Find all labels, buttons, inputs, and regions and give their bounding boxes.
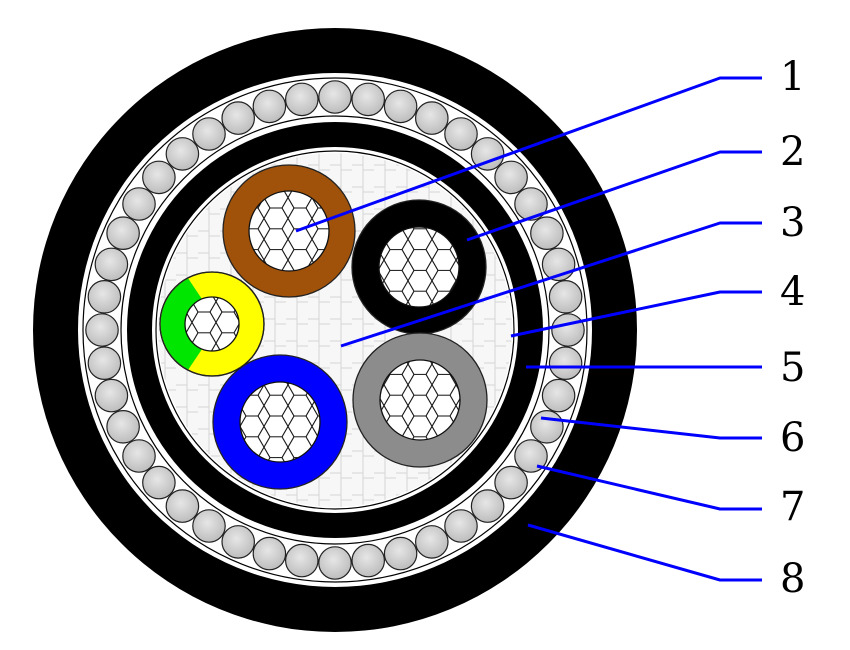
leader-line-6 <box>540 416 762 440</box>
leader-line-3 <box>340 221 762 348</box>
armor-wire <box>252 536 287 571</box>
armor-wire <box>221 101 256 135</box>
armor-wire <box>530 216 564 251</box>
conductor-strands <box>248 190 330 272</box>
armor-wire <box>192 117 226 151</box>
armor-wire <box>351 82 386 117</box>
armor-wire <box>383 536 418 571</box>
armor-wire <box>470 137 505 171</box>
armor-wire <box>94 378 129 413</box>
leader-lines: 1 2 3 4 5 6 7 8 <box>295 54 805 602</box>
armor-wire <box>318 546 352 580</box>
callout-label-8: 8 <box>780 556 805 602</box>
conductor-strands <box>184 296 240 352</box>
leader-line-7 <box>536 464 762 511</box>
armor-wire <box>351 543 386 578</box>
black-core <box>351 199 487 335</box>
armor-wire <box>142 465 176 500</box>
armor-wire <box>551 313 585 347</box>
conductor-strands <box>379 359 461 441</box>
armor-wire <box>444 509 478 543</box>
armor-wire <box>192 509 226 543</box>
yellow-green-core <box>159 271 265 377</box>
brown-core <box>222 164 356 298</box>
armor-wire <box>444 117 478 151</box>
callout-label-4: 4 <box>780 269 805 315</box>
armor-wire <box>106 409 140 444</box>
callout-label-7: 7 <box>780 484 805 530</box>
armor-wire <box>383 89 418 124</box>
armor-wire <box>284 543 319 578</box>
conductor-cores <box>159 164 488 490</box>
armor-wire <box>252 89 287 124</box>
armor-wire <box>470 489 505 523</box>
armor-wire <box>122 187 156 221</box>
armor-wire <box>514 187 548 221</box>
callout-label-3: 3 <box>780 200 805 246</box>
conductor-strands <box>378 226 460 308</box>
callout-label-2: 2 <box>780 129 805 175</box>
armor-wire <box>548 279 583 314</box>
armor-wire <box>122 439 156 473</box>
leader-line-4 <box>510 290 762 338</box>
armor-wire <box>541 378 576 413</box>
callout-label-1: 1 <box>780 54 805 100</box>
armor-wire <box>221 525 256 559</box>
armor-wire <box>284 82 319 117</box>
armor-wire <box>494 465 528 500</box>
conductor-strands <box>239 381 321 463</box>
armor-wire <box>106 216 140 251</box>
armor-wire <box>548 346 583 381</box>
armor-wire <box>414 101 449 135</box>
armor-wire <box>514 439 548 473</box>
armor-wire-layer <box>85 80 585 580</box>
blue-core <box>212 354 348 490</box>
armor-wire <box>94 247 129 282</box>
leader-line-1 <box>295 76 762 233</box>
armor-wire <box>165 137 200 171</box>
green-stripe <box>160 278 203 370</box>
leader-line-2 <box>466 150 762 242</box>
callout-label-6: 6 <box>780 415 805 461</box>
armor-wire <box>87 346 122 381</box>
armor-wire <box>414 525 449 559</box>
armor-wire <box>318 80 352 114</box>
gray-core <box>352 332 488 468</box>
leader-line-8 <box>527 523 762 582</box>
armor-wire <box>530 409 564 444</box>
armor-wire <box>142 160 176 195</box>
armor-wire <box>494 160 528 195</box>
armor-wire <box>165 489 200 523</box>
armor-wire <box>87 279 122 314</box>
armor-wire <box>85 313 119 347</box>
callout-label-5: 5 <box>780 345 805 391</box>
